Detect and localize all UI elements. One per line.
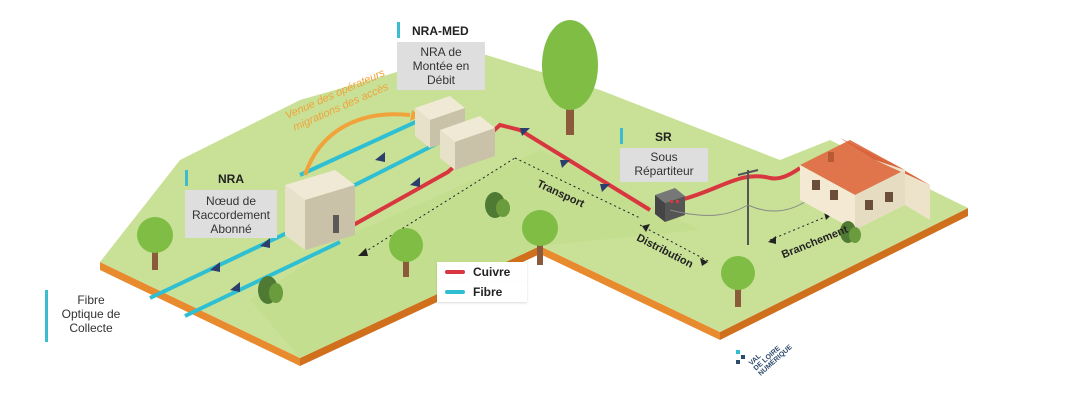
legend-item-cuivre: Cuivre — [437, 262, 527, 282]
legend-label-cuivre: Cuivre — [473, 265, 511, 279]
trees — [137, 20, 861, 307]
nra-description: Nœud de Raccordement Abonné — [185, 190, 277, 238]
bush-1 — [485, 192, 510, 218]
telephone-pole — [669, 169, 809, 245]
nramed-description-text: NRA de Montée en Débit — [412, 45, 470, 87]
sr-description: Sous Répartiteur — [620, 148, 708, 182]
flow-arrows — [210, 128, 610, 292]
legend-label-fibre: Fibre — [473, 285, 503, 299]
bush-2 — [258, 276, 283, 304]
nra-tag: NRA — [218, 172, 244, 186]
sr-cabinet — [655, 188, 685, 222]
nramed-accent — [397, 22, 400, 38]
tree-left — [137, 217, 173, 270]
nramed-description: NRA de Montée en Débit — [397, 42, 485, 90]
sr-accent — [620, 128, 623, 144]
house — [800, 138, 930, 230]
nra-building — [285, 170, 355, 250]
legend-swatch-cuivre — [445, 270, 465, 274]
sr-description-text: Sous Répartiteur — [634, 150, 694, 178]
fibre-collecte-label: Fibre Optique de Collecte — [61, 293, 121, 335]
fibre-collecte-accent — [45, 290, 48, 342]
operators-arrow — [303, 112, 411, 176]
dimension-lines — [359, 157, 831, 263]
tree-center — [522, 210, 558, 265]
sr-tag: SR — [655, 130, 672, 144]
copper-lines — [347, 122, 802, 230]
nra-description-text: Nœud de Raccordement Abonné — [191, 194, 271, 236]
nra-accent — [185, 170, 188, 186]
legend-swatch-fibre — [445, 290, 465, 294]
tree-large — [542, 20, 598, 135]
nramed-tag: NRA-MED — [412, 24, 469, 38]
nramed-building — [415, 96, 495, 170]
tree-right — [721, 256, 755, 307]
tree-mid — [389, 228, 423, 277]
legend-item-fibre: Fibre — [437, 282, 527, 302]
bush-3 — [840, 221, 861, 243]
brand-logo-mark — [736, 350, 745, 364]
